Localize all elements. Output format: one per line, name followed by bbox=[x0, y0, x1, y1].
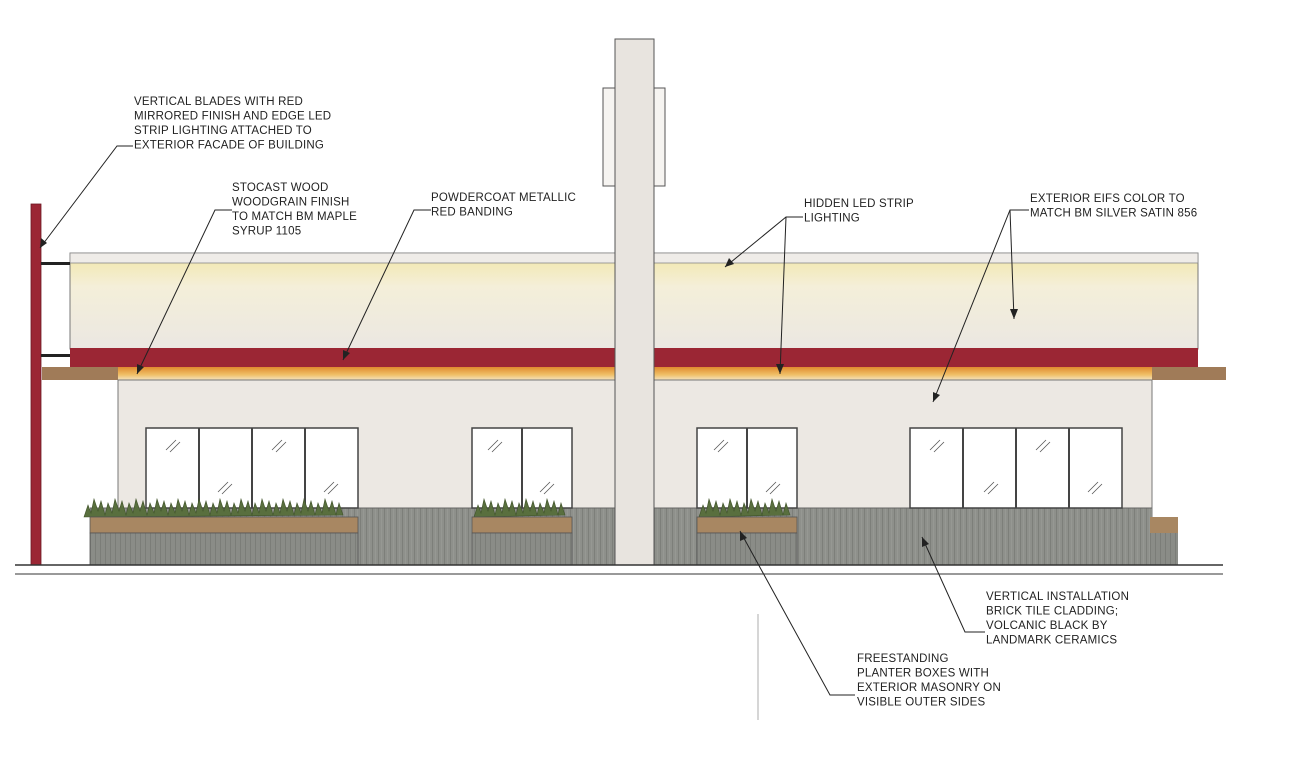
right-end-base bbox=[1150, 533, 1178, 565]
planter-box-1 bbox=[83, 497, 359, 566]
window-group-3 bbox=[696, 427, 798, 509]
window-group-1 bbox=[145, 427, 359, 509]
planter-box-3 bbox=[696, 497, 798, 566]
building bbox=[15, 38, 1226, 720]
red-vertical-blade bbox=[30, 203, 42, 566]
right-end-cap bbox=[1150, 517, 1178, 533]
blade-bracket-top bbox=[41, 262, 70, 265]
planter-box-2 bbox=[471, 497, 573, 566]
window-group-4 bbox=[909, 427, 1123, 509]
window-group-2 bbox=[471, 427, 573, 509]
wood-trim-left bbox=[42, 367, 120, 380]
wood-trim-right bbox=[1148, 367, 1226, 380]
leader-lines bbox=[39, 145, 1029, 696]
central-tower bbox=[614, 38, 655, 566]
blade-bracket-bottom bbox=[41, 354, 70, 357]
